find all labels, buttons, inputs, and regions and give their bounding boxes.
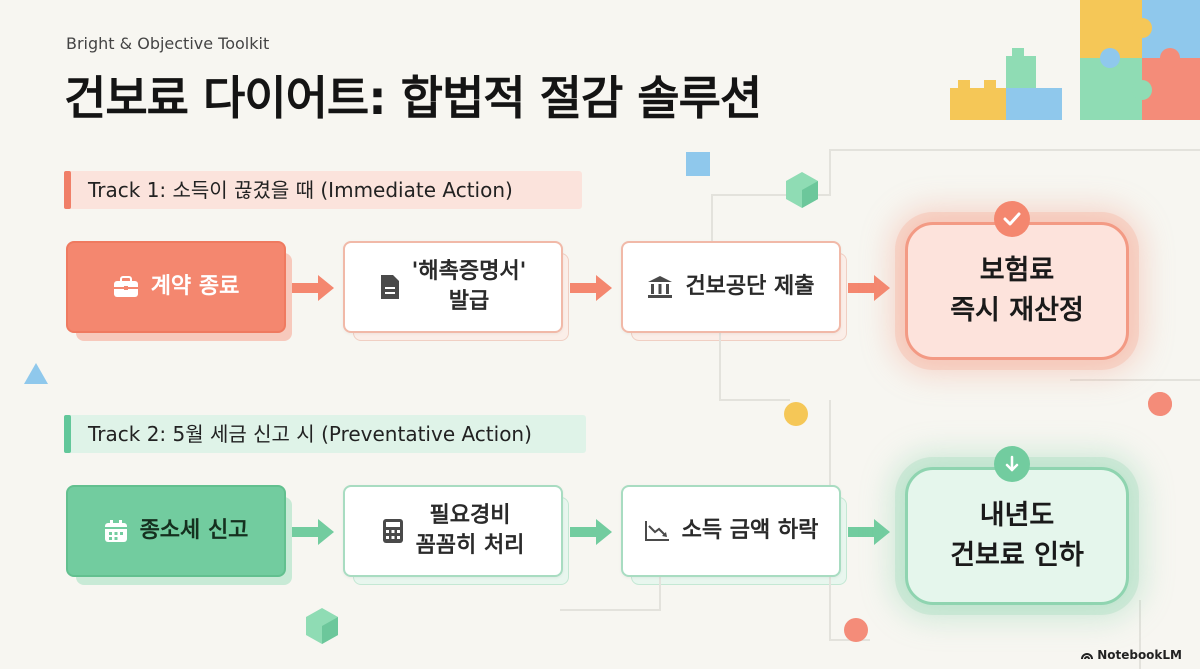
track1-step1-card: 계약 종료 <box>66 241 292 341</box>
check-icon <box>994 201 1030 237</box>
track2-step3-label: 소득 금액 하락 <box>681 518 819 543</box>
document-icon <box>380 274 400 300</box>
page-title: 건보료 다이어트: 합법적 절감 솔루션 <box>64 71 762 125</box>
cube-decoration <box>786 172 818 208</box>
puzzle-decoration <box>1080 0 1200 120</box>
track2-label-text: Track 2: 5월 세금 신고 시 (Preventative Action… <box>88 422 532 446</box>
track2-outcome-line1: 내년도 <box>979 500 1055 531</box>
track2-step2-line1: 필요경비 <box>429 503 511 528</box>
blocks-decoration <box>950 48 1062 120</box>
track1-step1-label: 계약 종료 <box>150 274 240 299</box>
arrow-right-icon <box>848 275 890 301</box>
track1-step2-line1: '해촉증명서' <box>411 259 527 284</box>
track1-step2-card: '해촉증명서' 발급 <box>343 241 569 341</box>
track2-step2-card: 필요경비 꼼꼼히 처리 <box>343 485 569 585</box>
track2-outcome-line2: 건보료 인하 <box>950 540 1084 571</box>
arrow-down-icon <box>994 446 1030 482</box>
track1-step3-label: 건보공단 제출 <box>685 274 815 299</box>
calendar-icon <box>104 519 128 543</box>
track1-label-text: Track 1: 소득이 끊겼을 때 (Immediate Action) <box>88 178 513 202</box>
track1-step2-text: '해촉증명서' 발급 <box>412 257 527 317</box>
briefcase-icon <box>113 276 139 298</box>
brand-watermark: NotebookLM <box>1081 648 1182 662</box>
brand-label: NotebookLM <box>1097 648 1182 662</box>
track1-outcome-line2: 즉시 재산정 <box>950 295 1084 326</box>
track2-step2-text: 필요경비 꼼꼼히 처리 <box>416 501 525 561</box>
track2-step2-line2: 꼼꼼히 처리 <box>415 533 525 558</box>
track1-step3-card: 건보공단 제출 <box>621 241 847 341</box>
track1-outcome-text: 보험료 즉시 재산정 <box>950 251 1084 331</box>
track2-step3-card: 소득 금액 하락 <box>621 485 847 585</box>
arrow-right-icon <box>848 519 890 545</box>
eyebrow-text: Bright & Objective Toolkit <box>66 34 270 53</box>
institution-icon <box>647 275 673 299</box>
arrow-right-icon <box>292 275 334 301</box>
arrow-right-icon <box>570 519 612 545</box>
track1-outcome-line1: 보험료 <box>979 255 1055 286</box>
arrow-right-icon <box>292 519 334 545</box>
track1-outcome-card: 보험료 즉시 재산정 <box>905 222 1129 360</box>
cube-decoration-2 <box>306 608 338 644</box>
trend-down-icon <box>644 520 670 542</box>
track1-label: Track 1: 소득이 끊겼을 때 (Immediate Action) <box>64 171 582 209</box>
track2-step1-label: 종소세 신고 <box>139 518 249 543</box>
arrow-right-icon <box>570 275 612 301</box>
track2-label: Track 2: 5월 세금 신고 시 (Preventative Action… <box>64 415 586 453</box>
notebooklm-logo-icon <box>1081 653 1094 660</box>
track1-step2-line2: 발급 <box>448 289 490 314</box>
track2-outcome-card: 내년도 건보료 인하 <box>905 467 1129 605</box>
track2-step1-card: 종소세 신고 <box>66 485 292 585</box>
track2-accent-bar <box>64 415 71 453</box>
track1-accent-bar <box>64 171 71 209</box>
calculator-icon <box>382 518 404 544</box>
track2-outcome-text: 내년도 건보료 인하 <box>950 496 1084 576</box>
